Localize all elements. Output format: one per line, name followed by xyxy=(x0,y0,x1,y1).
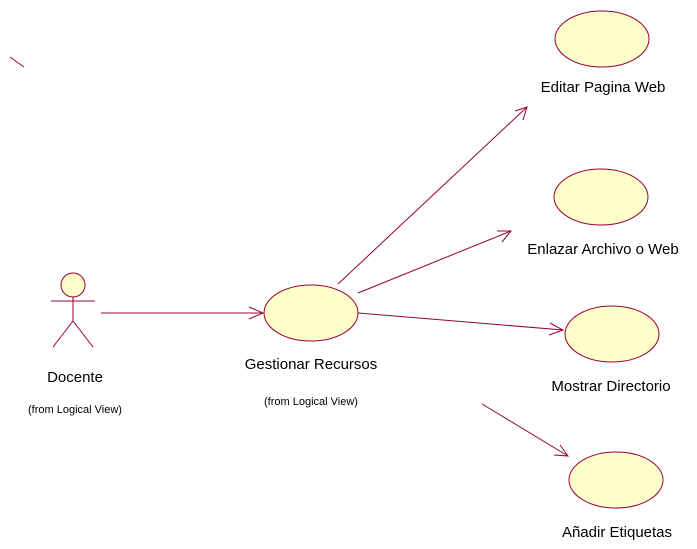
association-gestionar-editar[interactable] xyxy=(337,106,528,285)
usecase-editar-label: Editar Pagina Web xyxy=(540,79,666,96)
usecase-anadir-etiquetas[interactable] xyxy=(568,451,664,509)
usecase-main-label: Gestionar Recursos xyxy=(244,356,378,373)
usecase-mostrar-directorio[interactable] xyxy=(564,305,660,363)
usecase-main-from-label: (from Logical View) xyxy=(264,396,358,408)
actor-docente-figure[interactable] xyxy=(51,272,95,348)
association-actor-gestionar[interactable] xyxy=(101,306,265,320)
usecase-gestionar-recursos[interactable] xyxy=(263,284,359,342)
usecase-editar-pagina-web[interactable] xyxy=(554,10,650,68)
usecase-anadir-label: Añadir Etiquetas xyxy=(561,524,673,541)
actor-from-label: (from Logical View) xyxy=(28,404,122,416)
usecase-mostrar-label: Mostrar Directorio xyxy=(551,378,671,395)
usecase-enlazar-label: Enlazar Archivo o Web xyxy=(527,241,679,258)
actor-right-leg xyxy=(72,320,94,348)
actor-left-leg xyxy=(52,320,74,348)
association-gestionar-mostrar[interactable] xyxy=(357,312,565,336)
actor-name-label: Docente xyxy=(47,369,103,386)
actor-head xyxy=(60,272,86,298)
association-gestionar-enlazar[interactable] xyxy=(357,230,513,294)
usecase-enlazar-archivo-o-web[interactable] xyxy=(553,168,649,226)
stray-mark xyxy=(9,56,25,68)
association-anadir-etiquetas[interactable] xyxy=(481,403,570,457)
